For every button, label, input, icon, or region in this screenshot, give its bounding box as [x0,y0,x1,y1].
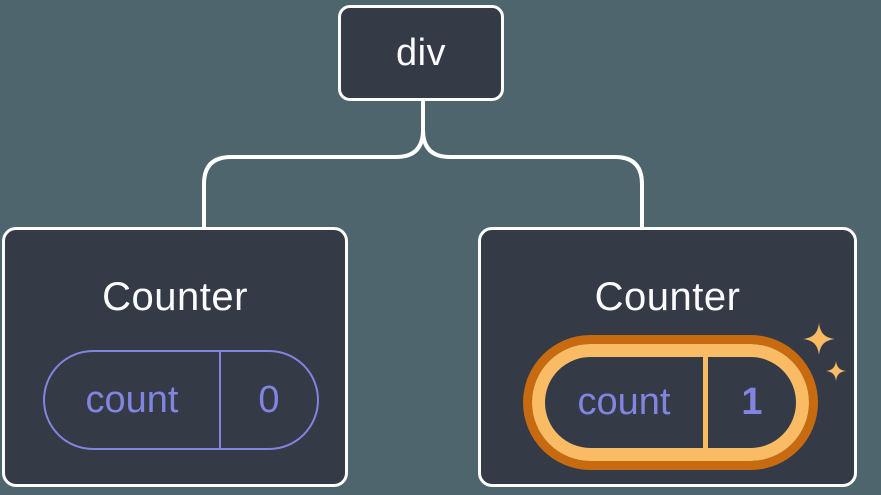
state-key-label: count [577,381,671,423]
counter-node-left: Counter count 0 [2,227,348,487]
root-node-div: div [338,5,504,101]
root-node-label: div [395,31,447,74]
pill-divider [703,357,708,448]
sparkle-icon-small [826,361,846,381]
state-pill: count 0 [43,350,319,450]
component-title: Counter [594,275,741,319]
state-pill-highlighted: count 1 [532,344,809,461]
sparkle-icon-large [803,323,835,355]
state-key-label: count [85,378,179,421]
counter-node-right: Counter count 1 [478,227,857,487]
component-title: Counter [102,275,248,319]
state-value: 0 [258,378,280,421]
state-value: 1 [741,381,763,423]
pill-divider [219,352,221,448]
